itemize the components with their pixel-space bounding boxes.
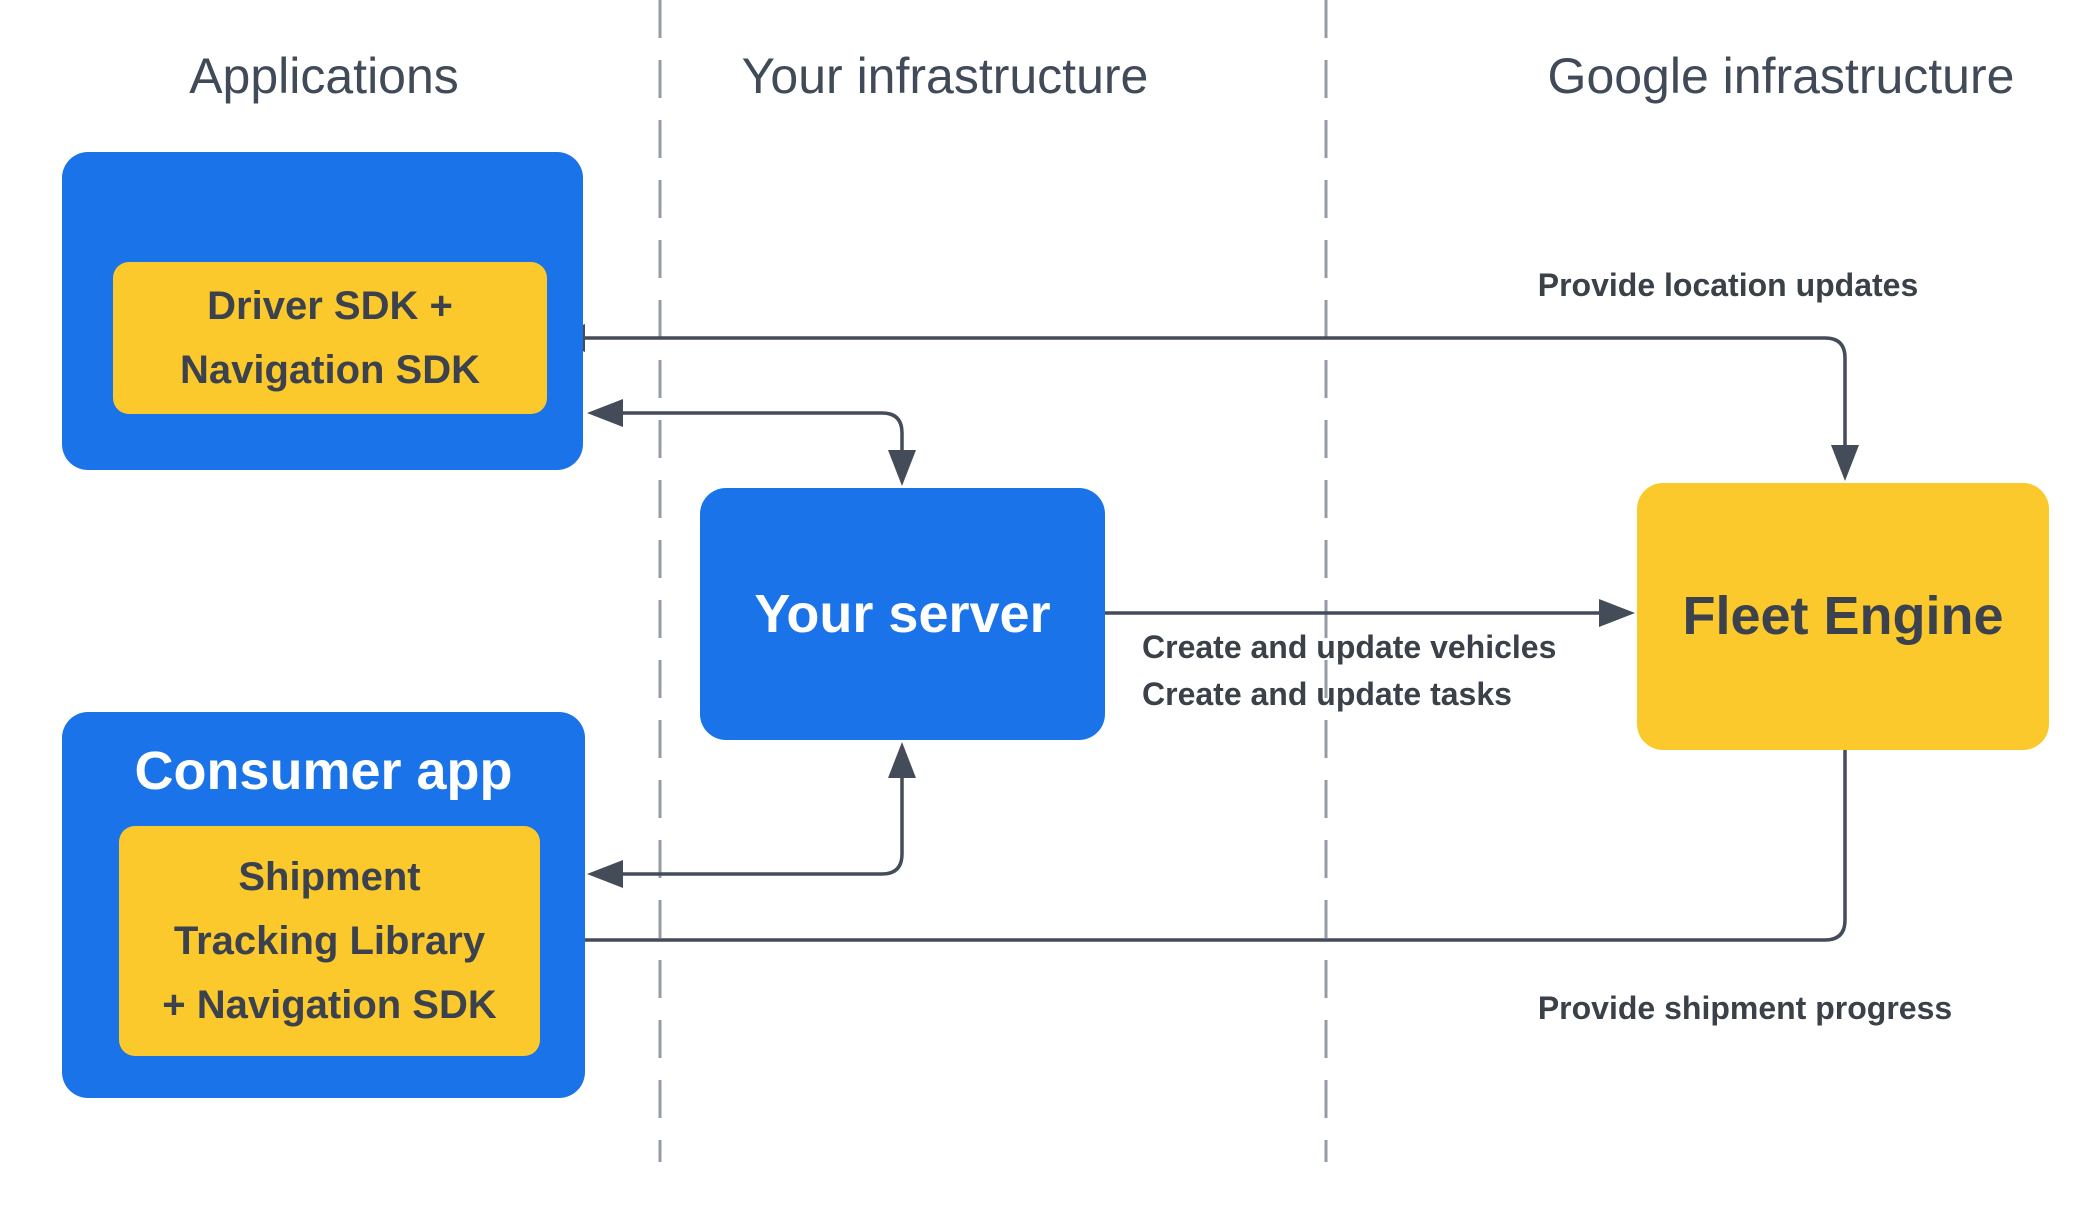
arrow-driver-app-your-server <box>587 399 916 486</box>
shipment-library-line2: Tracking Library <box>173 919 486 963</box>
arrowhead-into-driver-app-icon <box>587 399 623 427</box>
column-header-applications: Applications <box>189 48 459 104</box>
arrow-driver-app-your-server-line <box>621 411 904 450</box>
column-header-google-infrastructure: Google infrastructure <box>1547 48 2015 104</box>
arrowhead-into-consumer-app-icon <box>587 860 623 888</box>
node-consumer-app: Consumer app Shipment Tracking Library +… <box>62 712 585 1098</box>
shipment-library-line1: Shipment <box>238 855 421 899</box>
arrow-provide-location-updates <box>549 324 1859 481</box>
label-provide-shipment-progress: Provide shipment progress <box>1537 990 1953 1026</box>
arrow-your-server-consumer-app <box>587 742 916 888</box>
arrowhead-into-your-server-top-icon <box>888 450 916 486</box>
node-your-server: Your server <box>700 488 1105 740</box>
driver-sdk-line2: Navigation SDK <box>179 348 481 392</box>
arrow-provide-shipment-progress <box>547 750 1847 954</box>
shipment-library-line3: + Navigation SDK <box>162 983 497 1027</box>
arrow-provide-shipment-progress-line <box>583 750 1847 942</box>
arrow-provide-location-updates-line <box>585 336 1847 445</box>
your-server-title: Your server <box>754 584 1051 644</box>
node-shipment-tracking-library: Shipment Tracking Library + Navigation S… <box>119 826 540 1056</box>
node-driver-app: Driver app Driver SDK + Navigation SDK <box>62 152 583 470</box>
column-header-your-infrastructure: Your infrastructure <box>741 48 1149 104</box>
arrowhead-into-fleet-engine-top-icon <box>1831 445 1859 481</box>
label-create-update-vehicles: Create and update vehicles <box>1142 629 1557 665</box>
node-driver-sdk: Driver SDK + Navigation SDK <box>113 262 547 414</box>
label-provide-location-updates: Provide location updates <box>1537 267 1919 303</box>
label-create-update-tasks: Create and update tasks <box>1142 676 1512 712</box>
driver-sdk-line1: Driver SDK + <box>207 284 453 328</box>
node-fleet-engine: Fleet Engine <box>1637 483 2049 750</box>
arrow-your-server-consumer-app-line <box>623 776 904 876</box>
arrowhead-into-your-server-bottom-icon <box>888 742 916 778</box>
consumer-app-title: Consumer app <box>134 741 513 801</box>
arrow-your-server-fleet-engine <box>1105 599 1635 627</box>
fleet-engine-title: Fleet Engine <box>1682 586 2004 646</box>
arrowhead-into-fleet-engine-left-icon <box>1599 599 1635 627</box>
